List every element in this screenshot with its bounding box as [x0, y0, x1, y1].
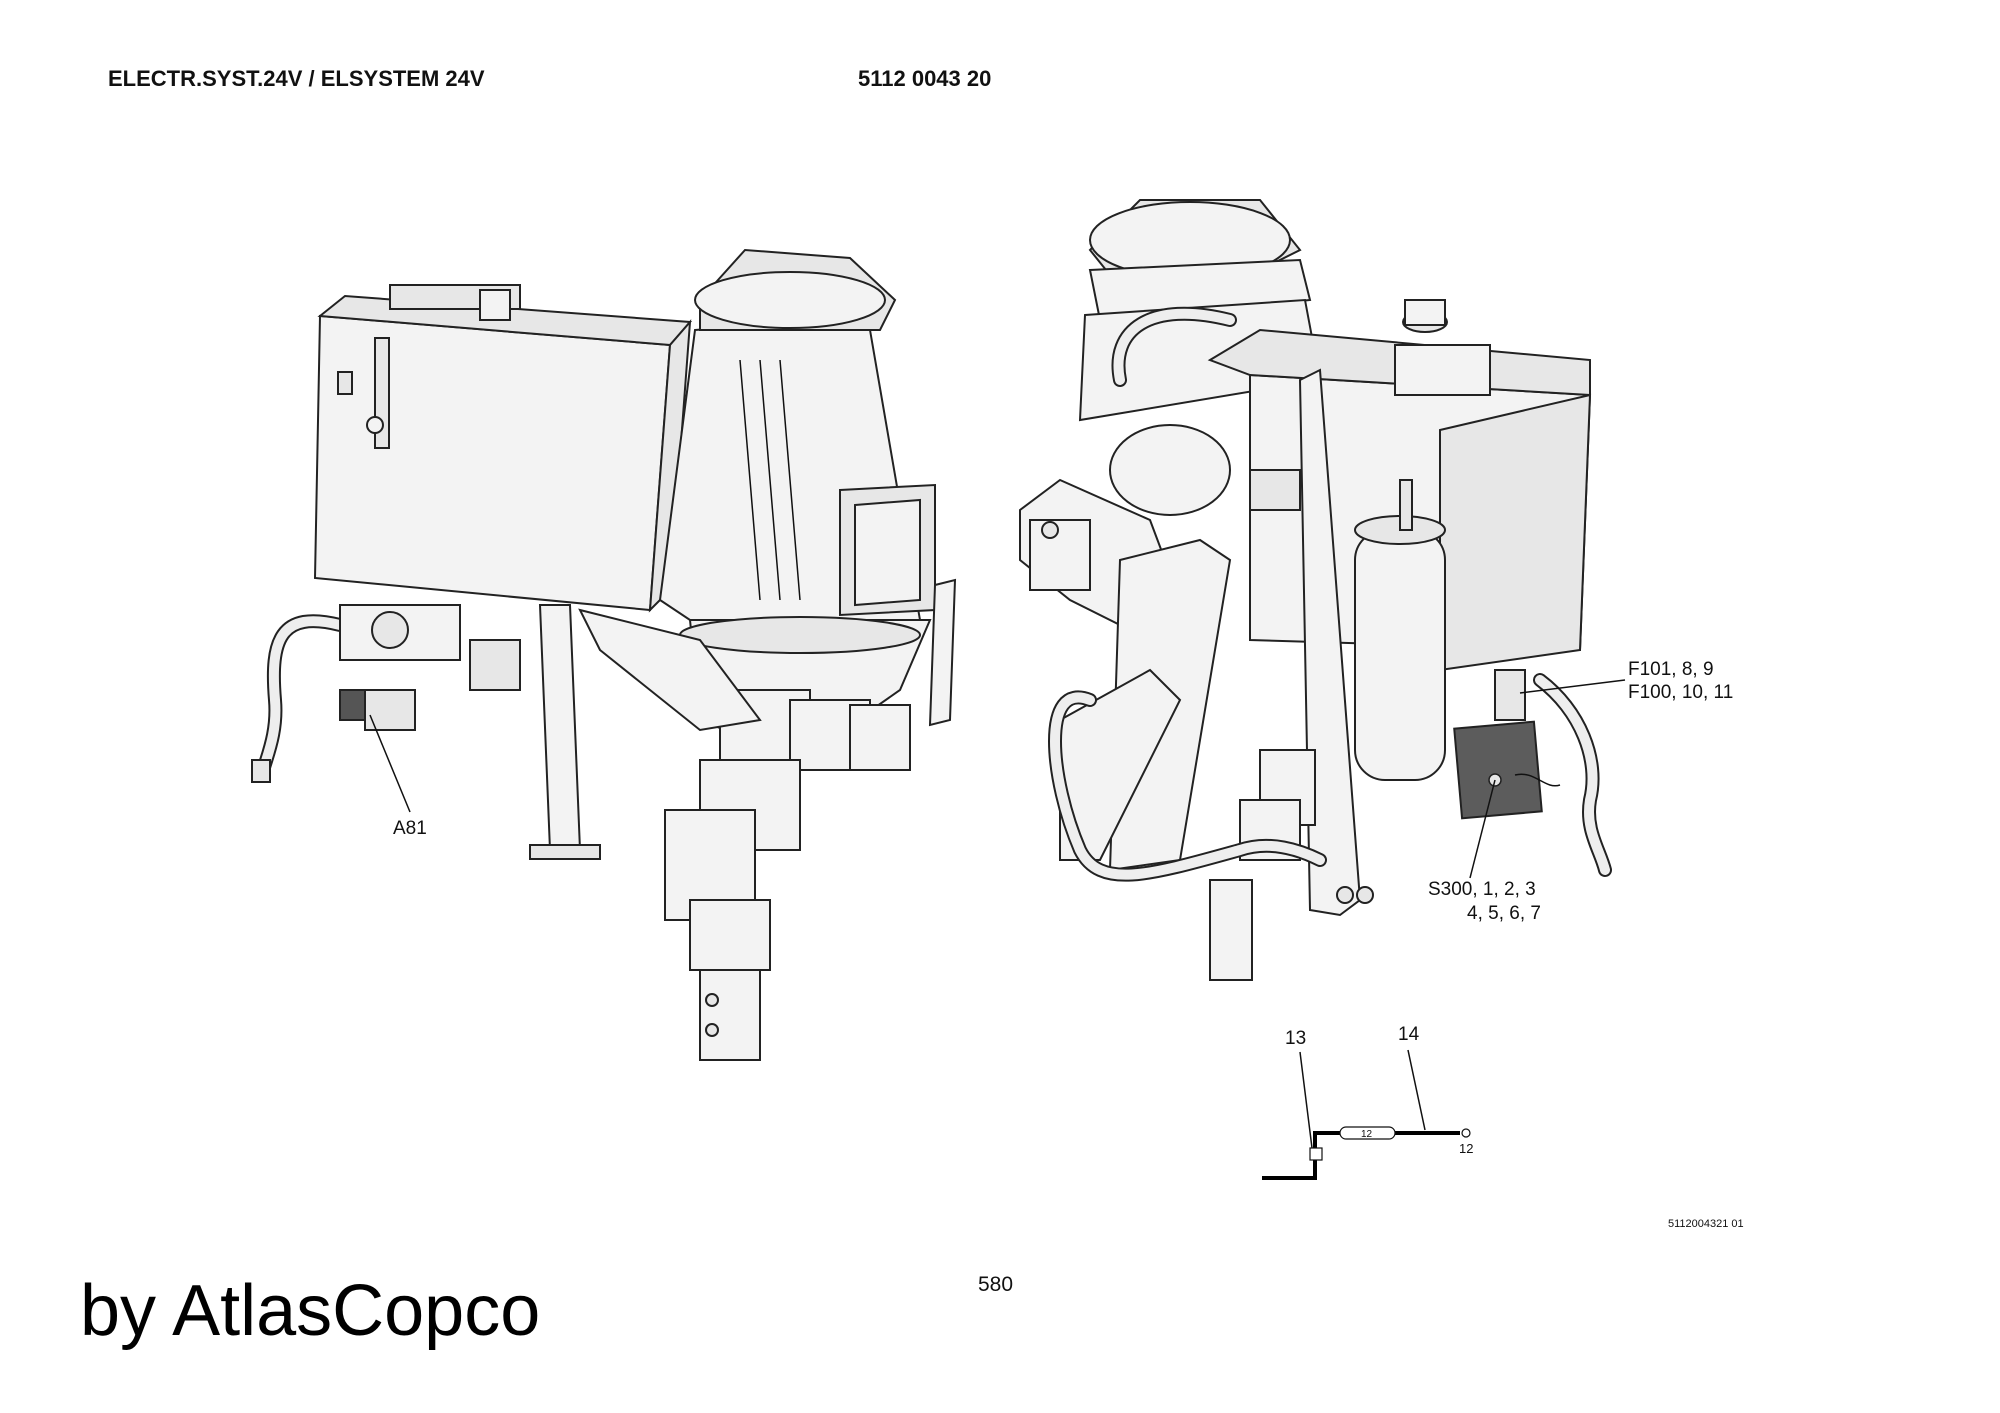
cable-marker-text: 12 [1361, 1129, 1373, 1140]
leader-a81 [369, 714, 411, 813]
page-number: 580 [978, 1273, 1014, 1296]
label-f100: F100, 10, 11 [1628, 682, 1733, 703]
drawing-number: 5112004321 01 [1668, 1218, 1744, 1230]
leader-s300 [1469, 779, 1496, 879]
leader-13 [1299, 1051, 1313, 1149]
leader-14 [1407, 1049, 1426, 1131]
cable-detail: 12 12 [1262, 1126, 1473, 1180]
label-14: 14 [1398, 1024, 1420, 1045]
cable-end-text: 12 [1459, 1141, 1473, 1156]
right-assembly [1019, 199, 1612, 981]
leader-f101 [1519, 679, 1626, 694]
label-13: 13 [1285, 1028, 1306, 1049]
label-a81: A81 [393, 818, 427, 839]
brand-text: by AtlasCopco [80, 1271, 541, 1351]
label-f101: F101, 8, 9 [1628, 659, 1714, 680]
part-number: 5112 0043 20 [858, 66, 992, 91]
label-s300-line1: S300, 1, 2, 3 [1428, 879, 1536, 900]
page-title: ELECTR.SYST.24V / ELSYSTEM 24V [108, 66, 485, 91]
label-s300-line2: 4, 5, 6, 7 [1467, 903, 1541, 924]
left-assembly [251, 248, 957, 1061]
